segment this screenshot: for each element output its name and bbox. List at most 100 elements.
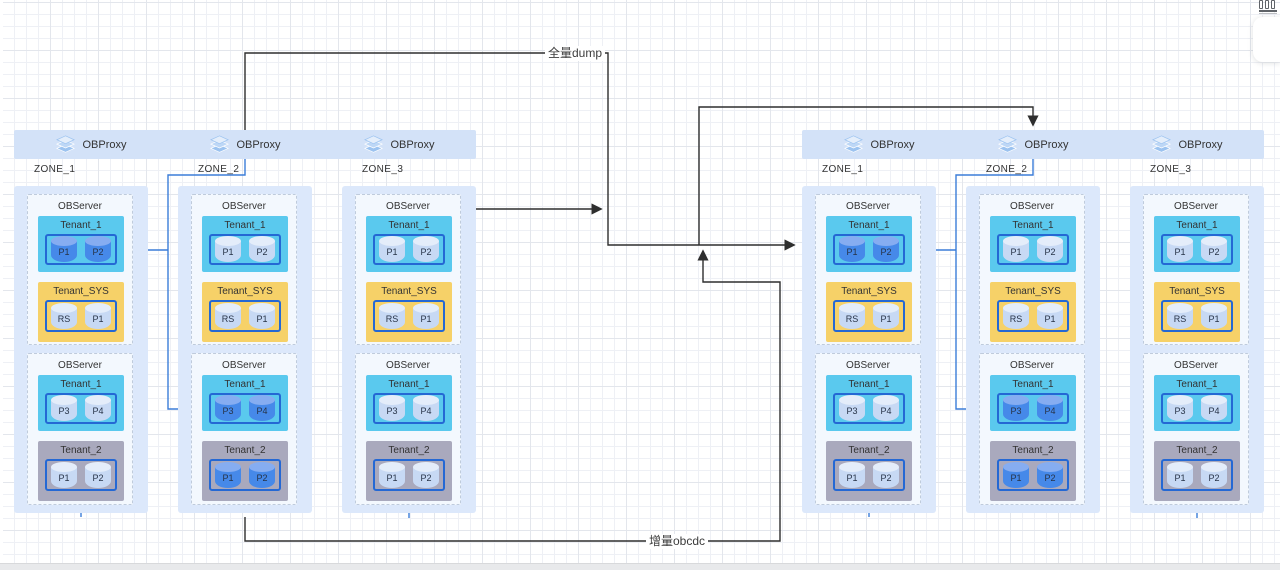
partition-cylinder[interactable]: P2 bbox=[1201, 461, 1227, 488]
obproxy-node[interactable]: OBProxy bbox=[14, 130, 168, 159]
partition-cylinder[interactable]: P1 bbox=[839, 461, 865, 488]
partition-cylinder[interactable]: P4 bbox=[1201, 395, 1227, 421]
partition-cylinder[interactable]: RS bbox=[379, 302, 405, 329]
full-dump-label[interactable]: 全量dump bbox=[545, 46, 606, 61]
partition-cylinder[interactable]: RS bbox=[839, 302, 865, 329]
partition-cylinder[interactable]: P2 bbox=[873, 236, 899, 262]
obproxy-node[interactable]: OBProxy bbox=[1110, 130, 1264, 159]
partition-cylinder[interactable]: P2 bbox=[413, 461, 439, 488]
partition-cylinder[interactable]: P3 bbox=[51, 395, 77, 421]
partition-cylinder[interactable]: P3 bbox=[1167, 395, 1193, 421]
partition-cylinder[interactable]: P1 bbox=[215, 461, 241, 488]
partition-cylinder[interactable]: P1 bbox=[1003, 461, 1029, 488]
obproxy-node[interactable]: OBProxy bbox=[802, 130, 956, 159]
partition-cylinder[interactable]: P2 bbox=[85, 461, 111, 488]
partition-cylinder[interactable]: P4 bbox=[873, 395, 899, 421]
partition-cylinder[interactable]: P3 bbox=[379, 395, 405, 421]
partition-cylinder[interactable]: P2 bbox=[249, 236, 275, 262]
partition-cylinder[interactable]: P3 bbox=[215, 395, 241, 421]
partition-cylinder[interactable]: RS bbox=[215, 302, 241, 329]
partition-cylinder[interactable]: P3 bbox=[1003, 395, 1029, 421]
partition-cylinder[interactable]: RS bbox=[1167, 302, 1193, 329]
obproxy-node[interactable]: OBProxy bbox=[168, 130, 322, 159]
merge-to-target-proxy-line[interactable] bbox=[698, 106, 1039, 245]
partition-cylinder[interactable]: RS bbox=[1003, 302, 1029, 329]
partition-cylinder[interactable]: P1 bbox=[413, 302, 439, 329]
incremental-obcdc-label[interactable]: 增量obcdc bbox=[646, 534, 709, 549]
columns-icon[interactable] bbox=[1259, 0, 1279, 15]
partition-cylinder[interactable]: P4 bbox=[249, 395, 275, 421]
partition-cylinder[interactable]: P2 bbox=[1037, 461, 1063, 488]
partition-cylinder[interactable]: P1 bbox=[51, 236, 77, 262]
partition-cylinder[interactable]: P1 bbox=[1201, 302, 1227, 329]
partition-cylinder[interactable]: P1 bbox=[1003, 236, 1029, 262]
partition-cylinder[interactable]: P3 bbox=[839, 395, 865, 421]
partition-cylinder[interactable]: P2 bbox=[1201, 236, 1227, 262]
full-dump-flow-line[interactable] bbox=[244, 52, 796, 251]
partition-cylinder[interactable]: P1 bbox=[51, 461, 77, 488]
partition-cylinder[interactable]: P1 bbox=[85, 302, 111, 329]
partition-cylinder[interactable]: P1 bbox=[873, 302, 899, 329]
partition-cylinder[interactable]: P2 bbox=[85, 236, 111, 262]
partition-cylinder[interactable]: P2 bbox=[413, 236, 439, 262]
partition-cylinder[interactable]: P1 bbox=[215, 236, 241, 262]
obproxy-node[interactable]: OBProxy bbox=[956, 130, 1110, 159]
partition-cylinder[interactable]: P1 bbox=[379, 236, 405, 262]
partition-cylinder[interactable]: P1 bbox=[839, 236, 865, 262]
partition-cylinder[interactable]: P2 bbox=[249, 461, 275, 488]
partition-cylinder[interactable]: P1 bbox=[1037, 302, 1063, 329]
obproxy-node[interactable]: OBProxy bbox=[322, 130, 476, 159]
partition-cylinder[interactable]: P2 bbox=[873, 461, 899, 488]
partition-cylinder[interactable]: P1 bbox=[1167, 461, 1193, 488]
incremental-obcdc-line[interactable] bbox=[244, 249, 781, 542]
partition-cylinder[interactable]: P2 bbox=[1037, 236, 1063, 262]
partition-cylinder[interactable]: P4 bbox=[1037, 395, 1063, 421]
partition-cylinder[interactable]: P1 bbox=[249, 302, 275, 329]
partition-cylinder[interactable]: RS bbox=[51, 302, 77, 329]
partition-cylinder[interactable]: P1 bbox=[1167, 236, 1193, 262]
partition-cylinder[interactable]: P4 bbox=[413, 395, 439, 421]
partition-cylinder[interactable]: P1 bbox=[379, 461, 405, 488]
